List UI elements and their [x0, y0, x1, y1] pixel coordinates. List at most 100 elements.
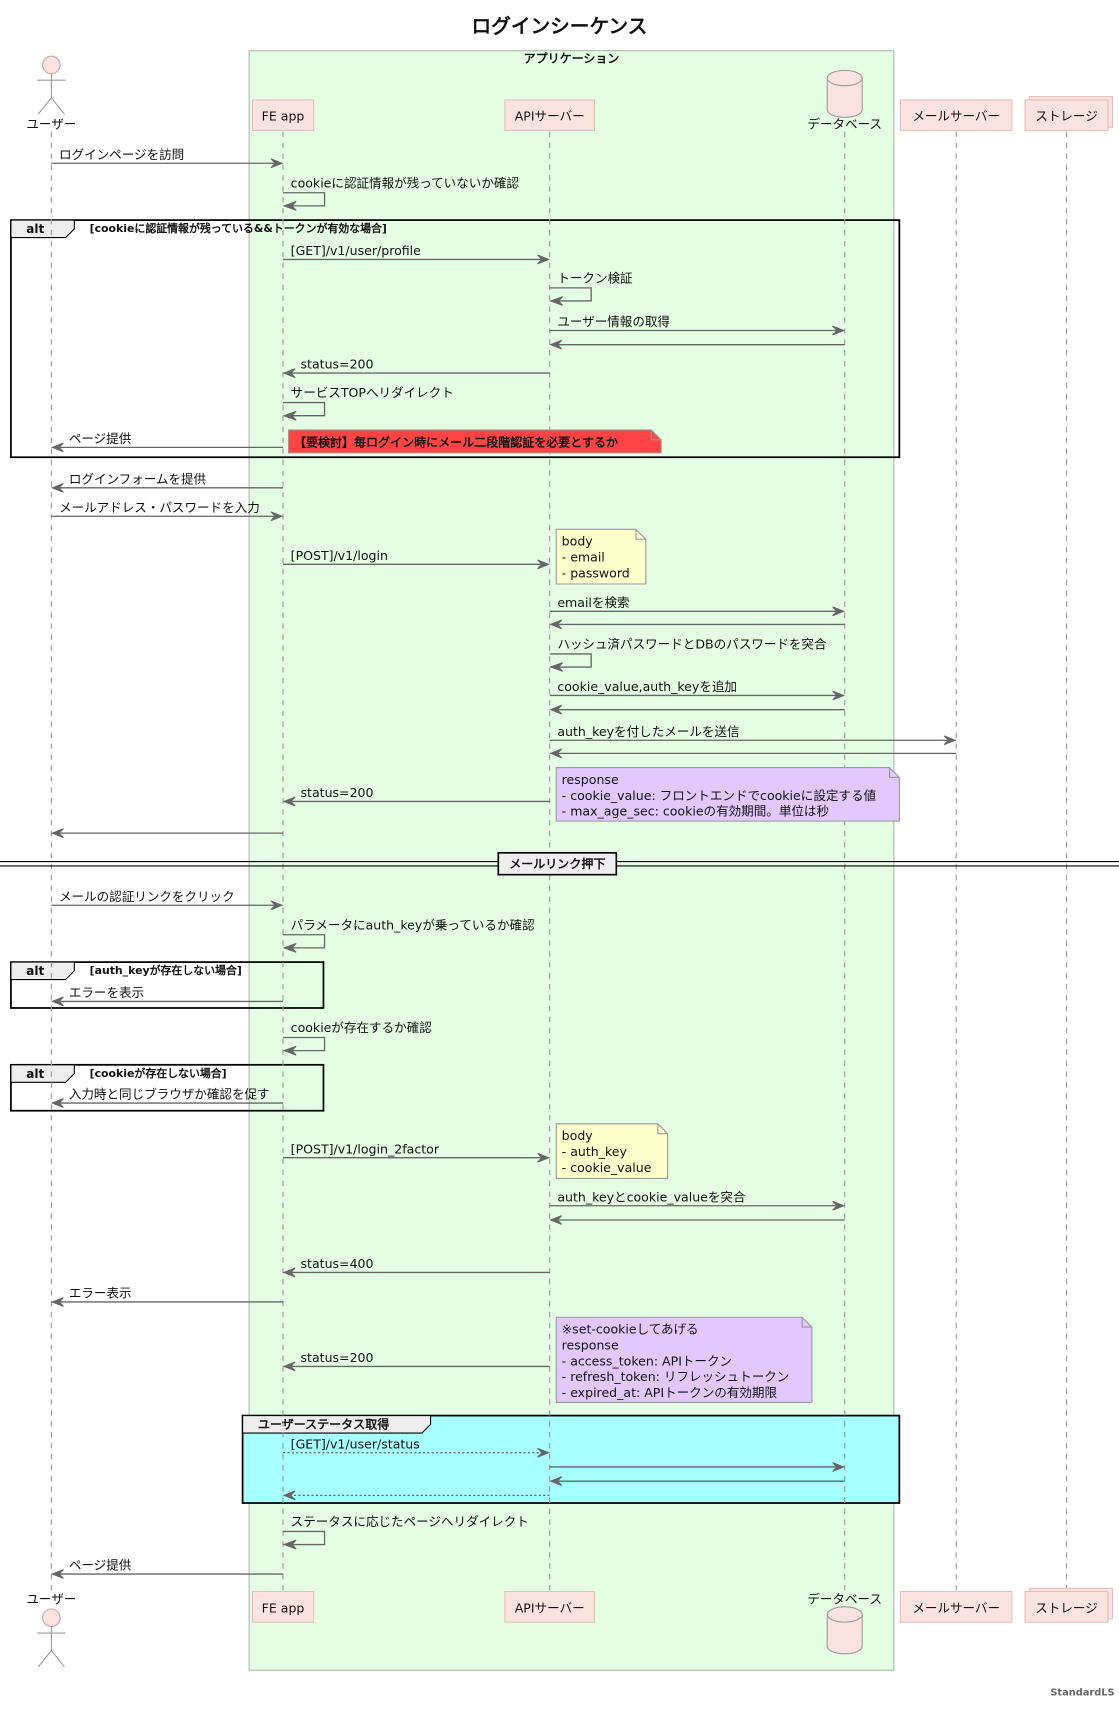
participant-storage-bottom[interactable]: ストレージ: [1024, 1587, 1113, 1623]
message: [549, 619, 845, 630]
message: サービスTOPへリダイレクト: [282, 385, 454, 421]
message: status=400: [282, 1256, 550, 1278]
divider: メールリンク押下: [0, 851, 1119, 876]
note-line: response: [562, 772, 619, 787]
note-line: - password: [562, 565, 630, 580]
message-label: トークン検証: [557, 270, 633, 285]
note-line: - expired_at: APIトークンの有効期限: [562, 1385, 778, 1400]
message-label: status=200: [301, 357, 374, 372]
message-label: ログインフォームを提供: [69, 471, 207, 486]
message-label: [POST]/v1/login: [291, 548, 388, 563]
application-box-title: アプリケーション: [524, 51, 620, 66]
message: [282, 1490, 550, 1501]
fragment-alt: alt [cookieに認証情報が残っている&&トークンが有効な場合]: [10, 219, 901, 459]
message-label: ステータスに応じたページへリダイレクト: [291, 1514, 529, 1529]
message: 入力時と同じブラウザか確認を促す: [50, 1087, 284, 1108]
message-label: auth_keyとcookie_valueを突合: [557, 1189, 746, 1204]
message-label: パラメータにauth_keyが乗っているか確認: [291, 917, 535, 932]
participant-mail-bottom[interactable]: メールサーバー: [899, 1590, 1013, 1623]
message: status=200: [282, 357, 550, 378]
message: [POST]/v1/login: [283, 548, 551, 570]
message: ステータスに応じたページへリダイレクト: [282, 1514, 529, 1550]
participant-label: FE app: [262, 109, 305, 124]
note-line: response: [562, 1337, 619, 1352]
participant-api-bottom[interactable]: APIサーバー: [504, 1590, 596, 1623]
message-label: status=400: [301, 1256, 374, 1271]
message: [549, 1462, 846, 1472]
message: [GET]/v1/user/profile: [283, 243, 551, 265]
fragment-label: ユーザーステータス取得: [258, 1417, 389, 1432]
participant-label: APIサーバー: [515, 1600, 585, 1615]
message: cookieが存在するか確認: [282, 1020, 432, 1056]
note-line: body: [562, 1128, 594, 1143]
message: トークン検証: [549, 270, 633, 306]
message: [549, 1476, 845, 1487]
message: [549, 1215, 845, 1225]
message: ログインフォームを提供: [50, 471, 284, 493]
participant-mail-top[interactable]: メールサーバー: [899, 99, 1013, 132]
message-label: メールの認証リンクをクリック: [59, 889, 235, 904]
fragment-condition: [auth_keyが存在しない場合]: [90, 963, 242, 977]
message: ページ提供: [50, 1558, 284, 1579]
message: [GET]/v1/user/status: [283, 1436, 551, 1458]
participant-label: データベース: [807, 1592, 882, 1607]
participant-api-top[interactable]: APIサーバー: [504, 99, 596, 132]
participant-label: ユーザー: [26, 116, 76, 131]
participant-label: ストレージ: [1035, 109, 1097, 124]
participant-db-top[interactable]: データベース: [807, 69, 882, 131]
message-label: ログインページを訪問: [59, 147, 184, 162]
message: ユーザー情報の取得: [549, 314, 846, 336]
message-label: auth_keyを付したメールを送信: [557, 724, 739, 739]
message: status=200: [282, 785, 550, 807]
message: auth_keyを付したメールを送信: [549, 724, 957, 746]
participant-fe-top[interactable]: FE app: [251, 99, 315, 132]
message-label: ページ提供: [69, 1558, 132, 1573]
note-line: ※set-cookieしてあげる: [562, 1322, 699, 1337]
message: エラーを表示: [50, 985, 284, 1007]
message-label: [POST]/v1/login_2factor: [291, 1141, 440, 1156]
message: パラメータにauth_keyが乗っているか確認: [282, 917, 535, 953]
message-label: emailを検索: [557, 595, 629, 610]
divider-label: メールリンク押下: [509, 856, 605, 871]
participant-label: ユーザー: [26, 1592, 76, 1607]
message: メールアドレス・パスワードを入力: [51, 500, 284, 522]
note-line: - cookie_value: フロントエンドでcookieに設定する値: [562, 788, 877, 803]
message: status=200: [282, 1350, 550, 1372]
participant-fe-bottom[interactable]: FE app: [251, 1590, 315, 1623]
message: [50, 828, 284, 839]
message: auth_keyとcookie_valueを突合: [549, 1189, 846, 1211]
note-line: - refresh_token: リフレッシュトークン: [562, 1369, 790, 1384]
message-label: エラーを表示: [69, 985, 144, 1000]
message: ページ提供: [50, 431, 284, 453]
actor-user-top[interactable]: ユーザー: [26, 55, 76, 131]
note-line: 【要検討】毎ログイン時にメール二段階認証を必要とするか: [294, 434, 618, 449]
footer-label: StandardLS: [1050, 1687, 1114, 1698]
diagram-title: ログインシーケンス: [472, 15, 648, 38]
note-line: - email: [562, 550, 605, 565]
participant-storage-top[interactable]: ストレージ: [1024, 96, 1113, 132]
note: body- auth_key- cookie_value: [555, 1123, 669, 1180]
participant-label: FE app: [262, 1600, 305, 1615]
fragment-condition: [cookieが存在しない場合]: [90, 1066, 227, 1080]
participant-label: データベース: [807, 116, 882, 131]
message-label: cookie_value,auth_keyを追加: [557, 679, 737, 694]
message-label: [GET]/v1/user/profile: [291, 243, 421, 258]
participant-db-bottom[interactable]: データベース: [807, 1592, 882, 1655]
message: [549, 704, 845, 715]
message-label: メールアドレス・パスワードを入力: [59, 500, 260, 515]
message-label: 入力時と同じブラウザか確認を促す: [69, 1087, 270, 1102]
note-line: - auth_key: [562, 1144, 628, 1159]
fragment-keyword: alt: [26, 1067, 44, 1081]
message-label: ユーザー情報の取得: [557, 314, 670, 329]
message-label: ハッシュ済パスワードとDBのパスワードを突合: [557, 636, 827, 651]
note-line: body: [562, 534, 594, 549]
fragment-alt: alt [cookieが存在しない場合]: [10, 1063, 325, 1112]
fragment-keyword: alt: [26, 964, 44, 978]
fragment-keyword: alt: [26, 222, 44, 236]
actor-user-bottom[interactable]: ユーザー: [26, 1592, 76, 1668]
fragment-condition: [cookieに認証情報が残っている&&トークンが有効な場合]: [90, 221, 387, 235]
message-label: エラー表示: [69, 1286, 132, 1301]
message-label: cookieに認証情報が残っていないか確認: [291, 175, 520, 190]
